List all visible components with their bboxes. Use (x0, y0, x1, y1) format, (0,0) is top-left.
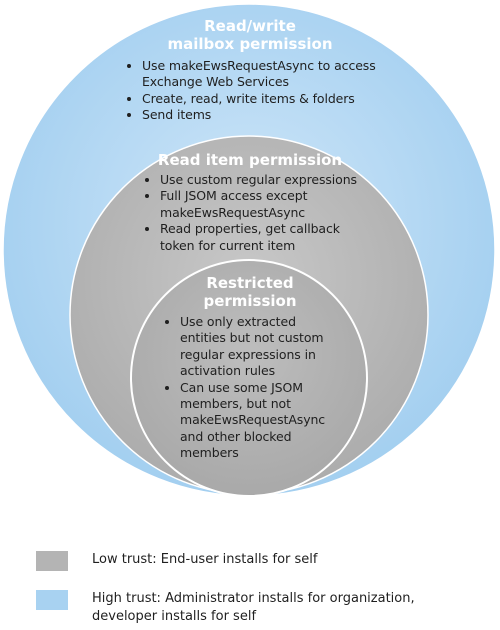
middle-circle-list: Use custom regular expressions Full JSOM… (138, 170, 370, 254)
inner-circle-list: Use only extracted entities but not cust… (158, 312, 336, 462)
legend-high-trust: High trust: Administrator installs for o… (36, 590, 482, 626)
inner-title-line2: permission (203, 292, 297, 310)
outer-item: Send items (142, 107, 380, 123)
inner-item: Use only extracted entities but not cust… (180, 314, 336, 380)
middle-title: Read item permission (157, 151, 343, 169)
middle-item: Full JSOM access except makeEwsRequestAs… (160, 188, 370, 221)
permission-circles-diagram (2, 3, 496, 497)
middle-item: Use custom regular expressions (160, 172, 370, 188)
legend-low-trust: Low trust: End-user installs for self (36, 551, 317, 571)
outer-title-line2: mailbox permission (167, 35, 333, 53)
legend-label-low-trust: Low trust: End-user installs for self (92, 552, 318, 567)
middle-item: Read properties, get callback token for … (160, 221, 370, 254)
outer-item: Create, read, write items & folders (142, 91, 380, 107)
outer-circle-text: Read/write mailbox permission (100, 17, 400, 53)
outer-circle-list: Use makeEwsRequestAsync to access Exchan… (120, 56, 380, 124)
middle-circle-text: Read item permission (120, 151, 380, 169)
inner-circle-text: Restricted permission (160, 274, 340, 310)
outer-title-line1: Read/write (204, 17, 296, 35)
legend-swatch-high-trust (36, 590, 68, 610)
legend-swatch-low-trust (36, 551, 68, 571)
inner-item: Can use some JSOM members, but not makeE… (180, 380, 336, 462)
inner-circle-restricted (130, 259, 368, 497)
inner-title-line1: Restricted (206, 274, 294, 292)
outer-item: Use makeEwsRequestAsync to access Exchan… (142, 58, 380, 91)
legend-label-high-trust: High trust: Administrator installs for o… (92, 591, 415, 624)
